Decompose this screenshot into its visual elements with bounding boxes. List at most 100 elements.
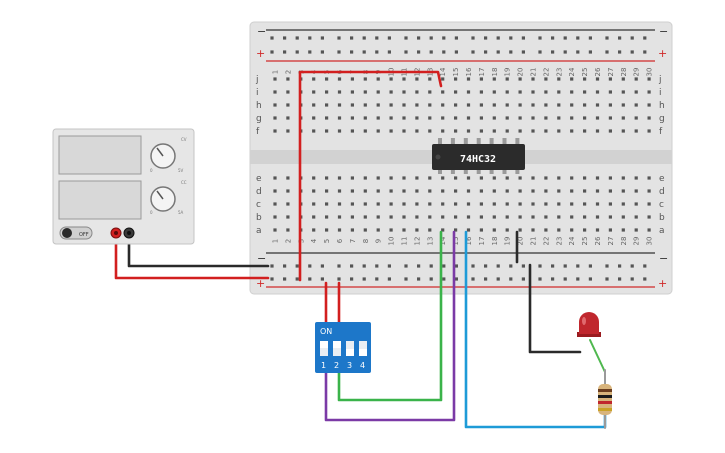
breadboard-hole[interactable]: [492, 215, 496, 219]
wire-purple[interactable]: [324, 230, 456, 422]
breadboard-hole[interactable]: [325, 215, 329, 219]
breadboard-hole[interactable]: [350, 277, 354, 281]
breadboard-hole[interactable]: [389, 103, 393, 107]
breadboard-hole[interactable]: [429, 50, 433, 54]
breadboard-hole[interactable]: [557, 116, 561, 120]
breadboard-hole[interactable]: [509, 50, 513, 54]
breadboard-hole[interactable]: [595, 215, 600, 219]
breadboard-hole[interactable]: [492, 176, 496, 180]
breadboard-hole[interactable]: [618, 264, 622, 268]
breadboard-hole[interactable]: [557, 129, 561, 133]
breadboard-hole[interactable]: [389, 77, 393, 81]
breadboard-hole[interactable]: [454, 36, 458, 40]
breadboard-hole[interactable]: [404, 264, 408, 268]
breadboard-hole[interactable]: [621, 176, 625, 180]
breadboard-hole[interactable]: [505, 202, 509, 206]
breadboard-hole[interactable]: [337, 36, 341, 40]
breadboard-hole[interactable]: [325, 129, 329, 133]
breadboard-hole[interactable]: [428, 90, 432, 94]
wire-black-supply[interactable]: [127, 232, 270, 268]
breadboard-hole[interactable]: [325, 90, 329, 94]
breadboard-hole[interactable]: [454, 264, 458, 268]
breadboard-hole[interactable]: [570, 103, 574, 107]
breadboard-hole[interactable]: [608, 202, 612, 206]
breadboard-hole[interactable]: [376, 90, 380, 94]
breadboard-hole[interactable]: [570, 176, 574, 180]
breadboard-hole[interactable]: [286, 228, 290, 232]
breadboard-hole[interactable]: [544, 116, 548, 120]
breadboard-hole[interactable]: [538, 277, 542, 281]
breadboard-hole[interactable]: [621, 129, 625, 133]
breadboard-hole[interactable]: [608, 176, 612, 180]
breadboard-hole[interactable]: [375, 50, 379, 54]
breadboard-hole[interactable]: [337, 77, 342, 81]
breadboard-hole[interactable]: [286, 189, 290, 193]
breadboard-hole[interactable]: [325, 116, 329, 120]
breadboard-hole[interactable]: [415, 189, 419, 193]
breadboard-hole[interactable]: [634, 215, 638, 219]
breadboard-hole[interactable]: [362, 277, 366, 281]
breadboard-hole[interactable]: [531, 176, 535, 180]
breadboard-hole[interactable]: [362, 264, 366, 268]
breadboard-hole[interactable]: [466, 116, 471, 120]
breadboard-hole[interactable]: [283, 277, 287, 281]
breadboard-hole[interactable]: [595, 103, 600, 107]
breadboard-hole[interactable]: [479, 202, 483, 206]
breadboard-hole[interactable]: [621, 90, 625, 94]
breadboard-hole[interactable]: [471, 264, 475, 268]
breadboard-hole[interactable]: [417, 36, 421, 40]
breadboard-hole[interactable]: [621, 103, 625, 107]
breadboard-hole[interactable]: [505, 103, 509, 107]
breadboard-hole[interactable]: [618, 277, 622, 281]
breadboard-hole[interactable]: [415, 176, 419, 180]
breadboard-hole[interactable]: [363, 202, 367, 206]
breadboard-hole[interactable]: [492, 202, 496, 206]
breadboard-hole[interactable]: [308, 36, 312, 40]
breadboard-hole[interactable]: [583, 215, 587, 219]
breadboard-hole[interactable]: [518, 77, 522, 81]
breadboard-hole[interactable]: [350, 129, 354, 133]
breadboard-hole[interactable]: [387, 36, 391, 40]
breadboard-hole[interactable]: [605, 264, 609, 268]
breadboard-hole[interactable]: [376, 215, 380, 219]
breadboard-hole[interactable]: [350, 264, 354, 268]
breadboard-hole[interactable]: [389, 129, 393, 133]
breadboard-hole[interactable]: [479, 103, 483, 107]
breadboard-hole[interactable]: [273, 77, 277, 81]
breadboard-hole[interactable]: [375, 277, 379, 281]
breadboard-hole[interactable]: [544, 129, 548, 133]
breadboard-hole[interactable]: [295, 50, 299, 54]
breadboard-hole[interactable]: [518, 103, 522, 107]
breadboard-hole[interactable]: [538, 36, 542, 40]
breadboard-hole[interactable]: [505, 215, 509, 219]
breadboard-hole[interactable]: [479, 77, 483, 81]
breadboard-hole[interactable]: [454, 228, 458, 232]
breadboard-hole[interactable]: [376, 176, 380, 180]
red-led[interactable]: [577, 312, 601, 337]
breadboard-hole[interactable]: [643, 50, 647, 54]
breadboard-hole[interactable]: [466, 103, 471, 107]
breadboard-hole[interactable]: [605, 36, 609, 40]
breadboard-hole[interactable]: [312, 90, 316, 94]
breadboard-hole[interactable]: [505, 90, 509, 94]
breadboard-hole[interactable]: [442, 264, 446, 268]
breadboard-hole[interactable]: [595, 202, 600, 206]
breadboard-hole[interactable]: [634, 202, 638, 206]
breadboard-hole[interactable]: [509, 264, 513, 268]
breadboard-hole[interactable]: [630, 36, 634, 40]
breadboard-hole[interactable]: [283, 264, 287, 268]
breadboard-hole[interactable]: [647, 129, 651, 133]
dip-slider-3[interactable]: [346, 341, 354, 356]
breadboard-hole[interactable]: [544, 189, 548, 193]
breadboard-hole[interactable]: [415, 77, 419, 81]
breadboard-hole[interactable]: [337, 202, 342, 206]
breadboard-hole[interactable]: [647, 228, 651, 232]
breadboard-hole[interactable]: [621, 77, 625, 81]
breadboard-hole[interactable]: [479, 228, 483, 232]
breadboard-hole[interactable]: [375, 264, 379, 268]
breadboard-hole[interactable]: [375, 36, 379, 40]
breadboard-hole[interactable]: [441, 202, 445, 206]
breadboard-hole[interactable]: [454, 50, 458, 54]
breadboard-hole[interactable]: [402, 228, 406, 232]
breadboard-hole[interactable]: [454, 90, 458, 94]
